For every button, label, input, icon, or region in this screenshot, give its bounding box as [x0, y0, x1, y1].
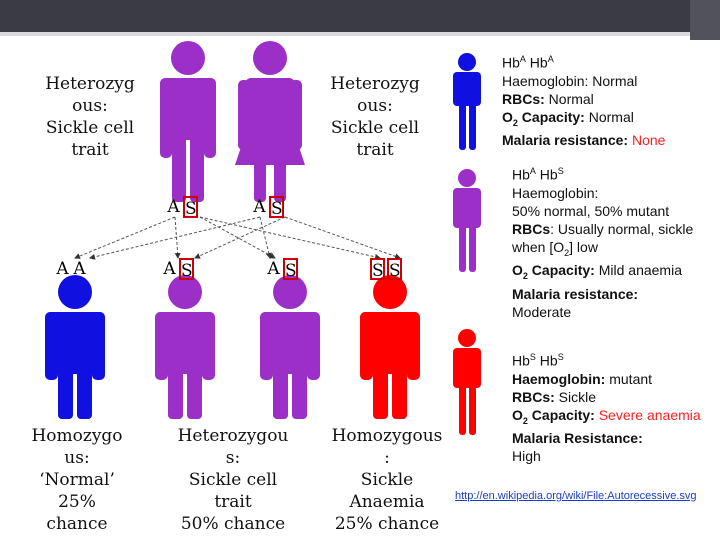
allele-s: S — [179, 258, 194, 281]
corner-decoration — [690, 0, 720, 40]
father-alleles: A S — [166, 196, 198, 219]
label-line: chance — [46, 514, 108, 534]
label-line: trait — [71, 140, 109, 160]
label-line: Sickle — [360, 470, 414, 490]
info-rbcs: RBCs: Usually normal, sickle when [O2] l… — [512, 220, 694, 258]
label-line: 50% chance — [180, 514, 286, 534]
child-as2-alleles: A S — [266, 258, 298, 281]
allele-a: A — [163, 259, 176, 279]
arrow-rs-to-ss — [284, 216, 401, 260]
info-haemoglobin-value: 50% normal, 50% mutant — [512, 202, 670, 219]
info-o2: O2 Capacity: Mild anaemia — [512, 262, 682, 282]
label-line: trait — [356, 140, 394, 160]
child-aa-label: Homozygo us: ‘Normal’ 25% chance — [12, 425, 142, 535]
info-haemoglobin-label: Haemoglobin: — [512, 184, 599, 201]
legend-normal-figure — [453, 53, 481, 150]
allele-s: S — [370, 258, 385, 281]
info-title: HbA HbA — [502, 54, 554, 71]
label-line: 25% — [58, 492, 96, 512]
allele-a: A — [167, 197, 180, 217]
child-as2-figure — [260, 275, 320, 419]
info-malaria-value: Moderate — [512, 304, 572, 321]
right-parent-label: Heterozyg ous: Sickle cell trait — [315, 73, 435, 161]
left-parent-label: Heterozyg ous: Sickle cell trait — [30, 73, 150, 161]
info-sickle: HbS HbS Haemoglobin: mutant RBCs: Sickle… — [512, 348, 712, 465]
info-o2: O2 Capacity: Severe anaemia — [512, 406, 701, 426]
child-aa-figure — [45, 275, 105, 419]
child-as1-alleles: A S — [162, 258, 194, 281]
child-ss-alleles: S S — [370, 258, 402, 281]
child-ss-figure — [360, 275, 420, 419]
source-link[interactable]: http://en.wikipedia.org/wiki/File:Autore… — [455, 490, 697, 502]
label-line: Homozygo — [31, 426, 123, 446]
label-line: Heterozygou — [177, 426, 289, 446]
label-line: ous: — [357, 96, 393, 116]
child-as1-figure — [155, 275, 215, 419]
label-line: us: — [64, 448, 90, 468]
label-line: trait — [214, 492, 252, 512]
arrow-rs-to-as1 — [194, 216, 286, 259]
label-line: Anaemia — [349, 492, 425, 512]
info-rbcs: RBCs: Sickle — [512, 388, 597, 405]
info-malaria-label: Malaria resistance: — [512, 286, 639, 303]
label-line: Heterozyg — [330, 74, 420, 94]
child-ss-label: Homozygous : Sickle Anaemia 25% chance — [322, 425, 452, 535]
info-malaria: Malaria resistance: None — [502, 132, 666, 149]
child-as-label: Heterozygou s: Sickle cell trait 50% cha… — [168, 425, 298, 535]
allele-s: S — [269, 196, 284, 219]
label-line: ‘Normal’ — [39, 470, 115, 490]
father-figure — [160, 41, 216, 202]
allele-a: A — [267, 259, 280, 279]
label-line: ous: — [72, 96, 108, 116]
label-line: Heterozyg — [45, 74, 135, 94]
legend-trait-figure — [453, 169, 481, 272]
legend-sickle-figure — [453, 329, 481, 435]
label-line: s: — [225, 448, 241, 468]
arrow-ls-to-as2 — [199, 216, 276, 259]
label-line: Sickle cell — [330, 118, 420, 138]
info-malaria-value: High — [512, 448, 541, 465]
label-line: Sickle cell — [188, 470, 278, 490]
info-malaria-label: Malaria Resistance: — [512, 430, 643, 447]
title-bar — [0, 0, 720, 32]
arrow-la-to-aa — [74, 216, 176, 259]
arrow-ra-to-aa — [89, 216, 261, 260]
info-normal: HbA HbA Haemoglobin: Normal RBCs: Normal… — [502, 50, 712, 149]
allele-a: A — [56, 259, 69, 279]
title-bar-accent — [0, 32, 720, 36]
allele-a: A — [73, 259, 86, 279]
mother-figure — [235, 41, 305, 202]
allele-a: A — [253, 197, 266, 217]
label-line: : — [384, 448, 390, 468]
allele-s: S — [183, 196, 198, 219]
label-line: Sickle cell — [45, 118, 135, 138]
arrow-ra-to-as2 — [259, 216, 272, 259]
mother-alleles: A S — [252, 196, 284, 219]
allele-s: S — [387, 258, 402, 281]
info-title: HbA HbS — [512, 166, 564, 183]
label-line: 25% chance — [334, 514, 440, 534]
info-o2: O2 Capacity: Normal — [502, 108, 634, 128]
info-title: HbS HbS — [512, 352, 564, 369]
label-line: Homozygous — [331, 426, 443, 446]
child-aa-alleles: A A — [55, 258, 87, 280]
info-haemoglobin: Haemoglobin: mutant — [512, 370, 653, 387]
info-haemoglobin: Haemoglobin: Normal — [502, 72, 638, 89]
allele-s: S — [283, 258, 298, 281]
info-rbcs: RBCs: Normal — [502, 90, 594, 107]
info-trait: HbA HbS Haemoglobin: 50% normal, 50% mut… — [512, 162, 712, 321]
